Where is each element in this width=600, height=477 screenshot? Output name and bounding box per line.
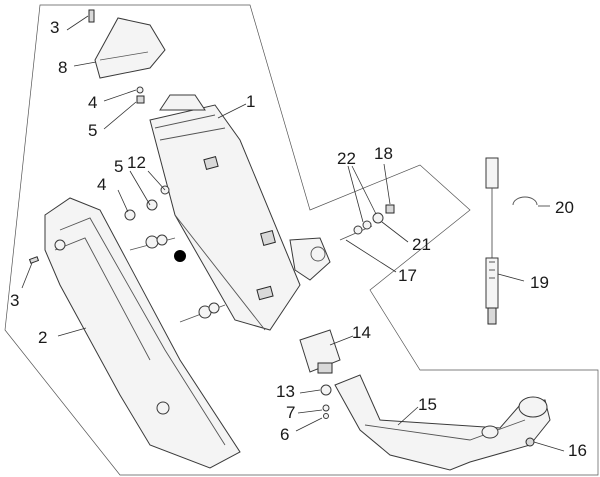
reference-marker-dot xyxy=(174,250,186,262)
part-20-clip xyxy=(512,196,538,206)
callout-2: 2 xyxy=(38,328,47,347)
callout-18: 18 xyxy=(374,144,393,163)
leader-lines xyxy=(21,15,565,452)
callout-7: 7 xyxy=(286,403,295,422)
callout-15: 15 xyxy=(418,395,437,414)
callout-12: 12 xyxy=(127,153,146,172)
callout-19: 19 xyxy=(530,273,549,292)
callout-6: 6 xyxy=(280,425,289,444)
part-19-oxygen-sensor xyxy=(485,157,499,325)
callout-16: 16 xyxy=(568,441,587,460)
part-4-5-top xyxy=(136,86,145,104)
callout-5-left: 5 xyxy=(114,157,123,176)
callout-14: 14 xyxy=(352,323,371,342)
part-14-bracket xyxy=(299,329,341,374)
clamp-hardware xyxy=(339,204,395,241)
part-8-end-cap xyxy=(94,17,166,79)
callout-8: 8 xyxy=(58,58,67,77)
callout-22: 22 xyxy=(337,149,356,168)
part-3-screw-left xyxy=(28,256,40,264)
part-16-nut xyxy=(525,437,535,447)
callout-13: 13 xyxy=(276,382,295,401)
part-3-screw-top xyxy=(88,9,95,23)
callout-1: 1 xyxy=(246,92,255,111)
part-15-exhaust-pipe xyxy=(334,374,551,471)
callout-5-top: 5 xyxy=(88,121,97,140)
callout-4-top: 4 xyxy=(88,93,97,112)
part-2-heat-guard xyxy=(44,197,241,469)
callout-3-top: 3 xyxy=(50,18,59,37)
assembly-group-outline xyxy=(4,4,599,476)
parts-13-7-6 xyxy=(320,384,332,419)
callout-4-left: 4 xyxy=(97,175,106,194)
callout-21: 21 xyxy=(412,235,431,254)
callout-20: 20 xyxy=(555,198,574,217)
callout-17: 17 xyxy=(398,266,417,285)
callout-3-left: 3 xyxy=(10,291,19,310)
part-1-muffler xyxy=(149,94,331,331)
